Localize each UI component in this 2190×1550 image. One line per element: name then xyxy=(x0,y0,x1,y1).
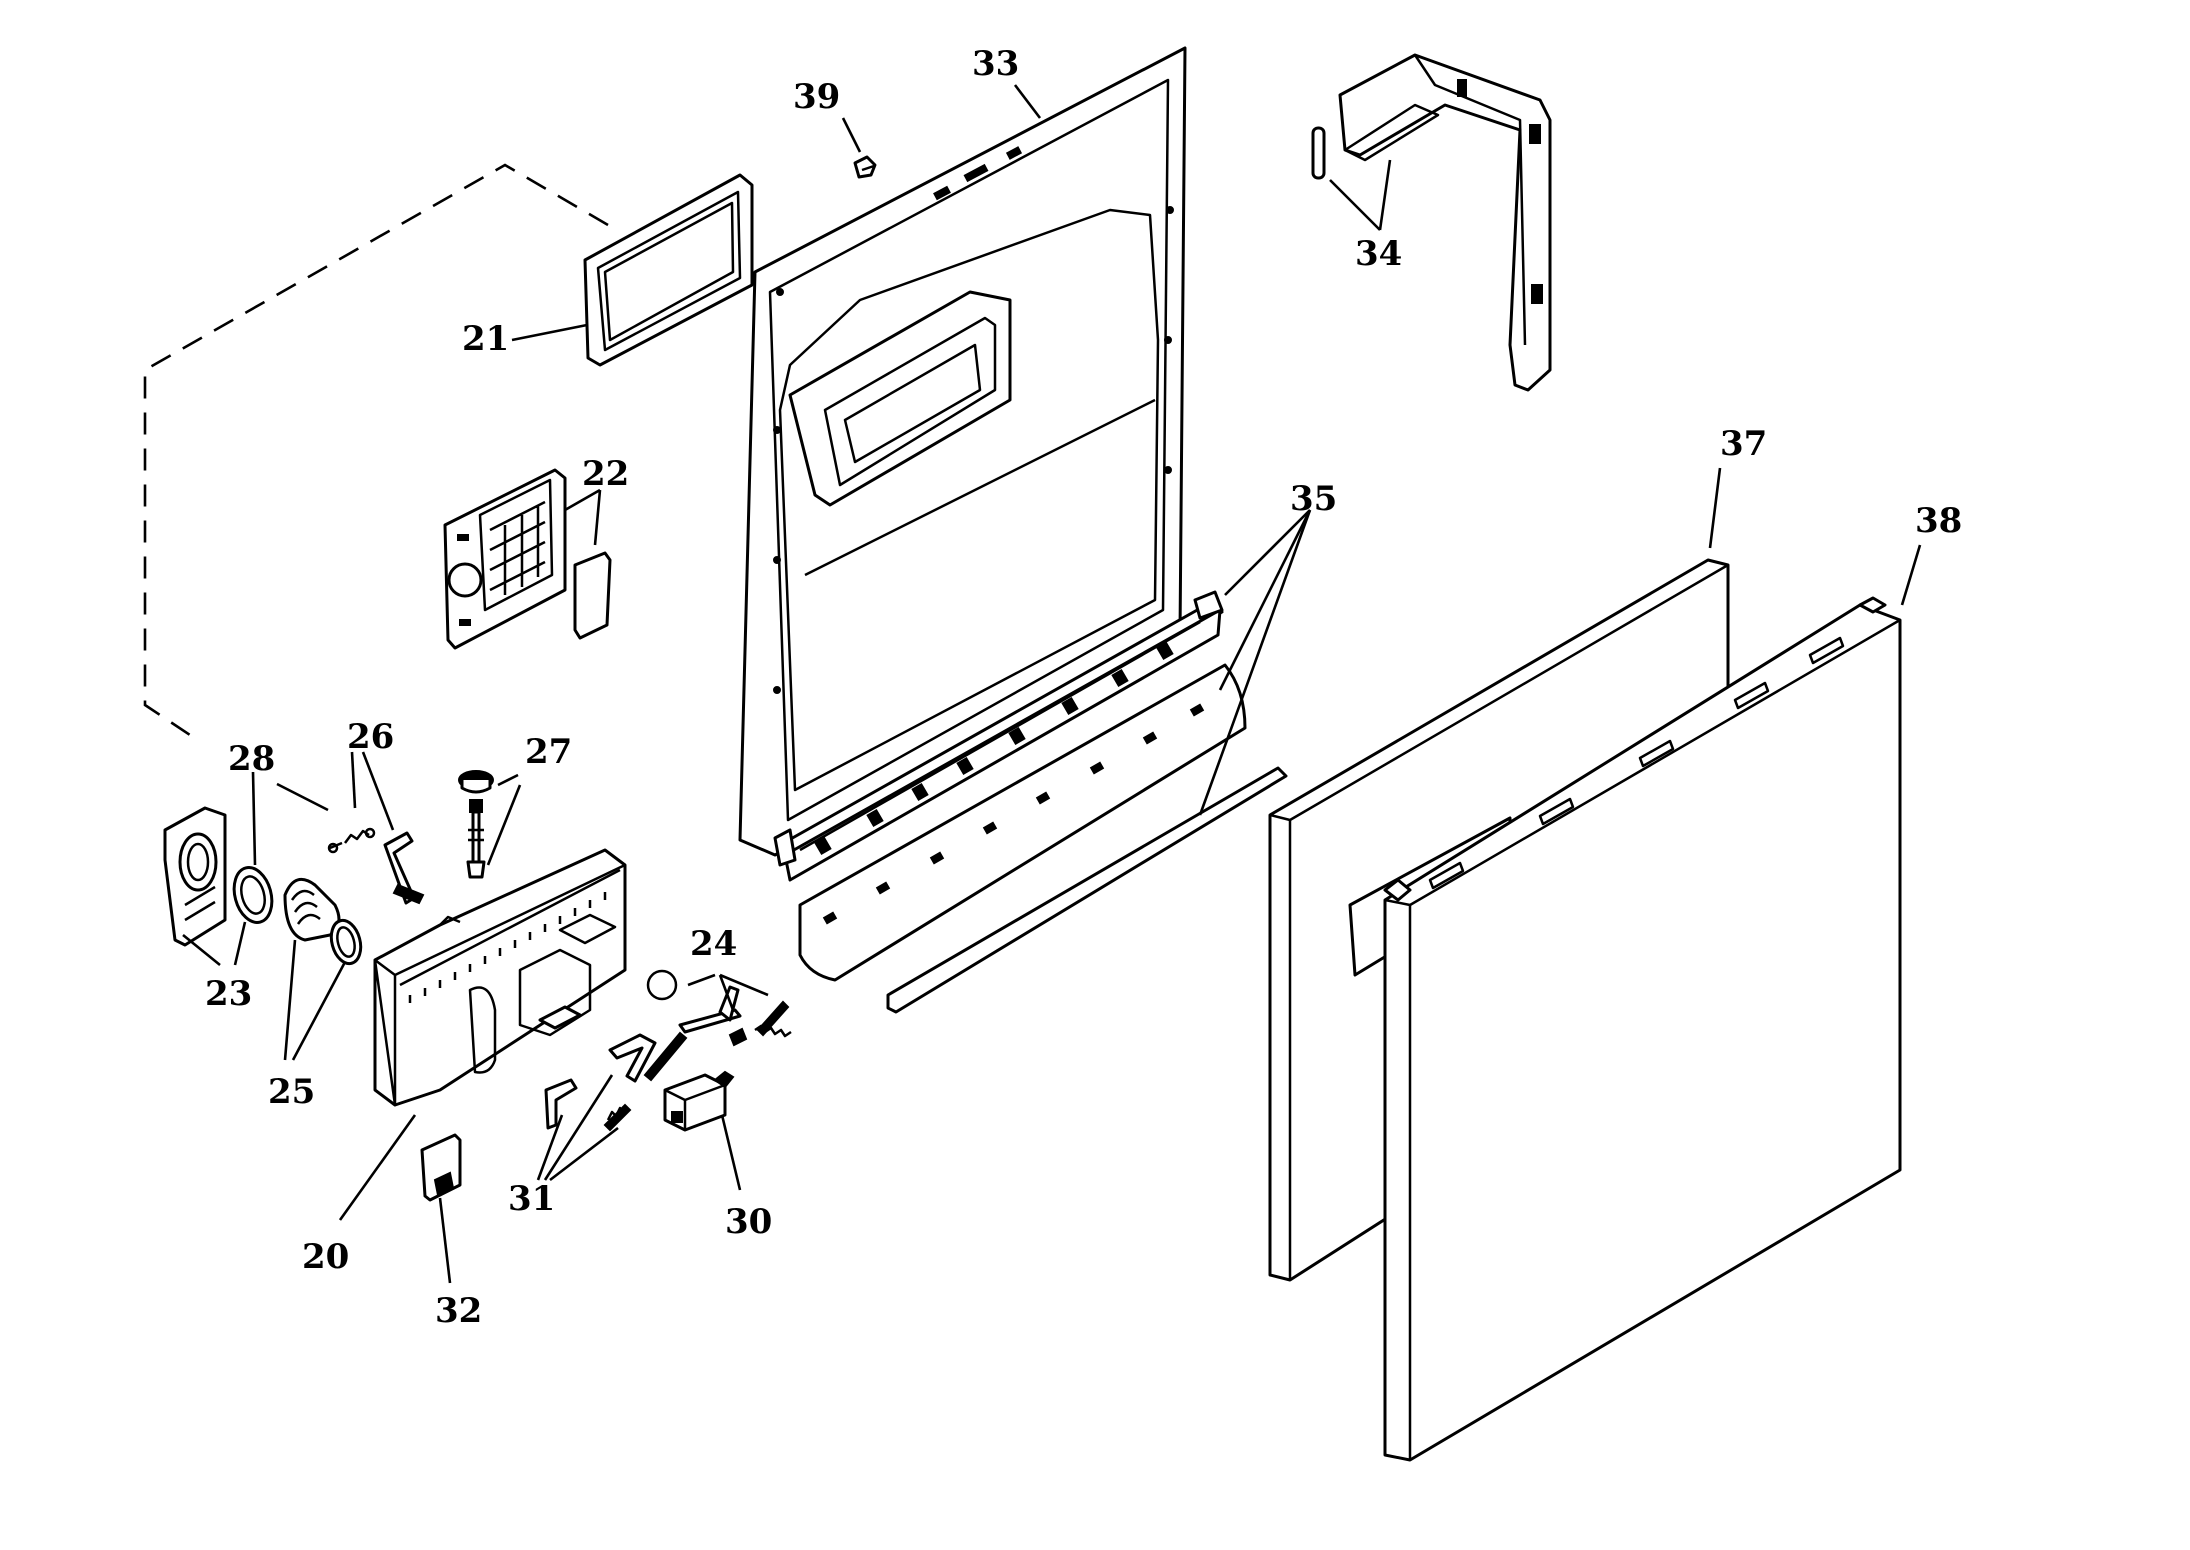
part-38-outer-door-panel xyxy=(1383,596,1902,1462)
part-27-plunger xyxy=(458,770,494,879)
callout-39: 39 xyxy=(793,77,840,117)
callout-26: 26 xyxy=(347,717,394,757)
part-28-o-ring xyxy=(232,866,274,924)
part-39-screw xyxy=(853,155,877,179)
part-31-springs xyxy=(544,1031,688,1132)
part-32-bracket xyxy=(420,1133,462,1202)
part-35-lower-rail xyxy=(773,590,1288,1014)
part-30-latch-housing xyxy=(663,1070,735,1132)
callout-25: 25 xyxy=(268,1072,315,1112)
part-20-dispenser xyxy=(373,848,627,1107)
part-24-latch xyxy=(646,969,792,1047)
part-25-cap-insert xyxy=(283,877,363,966)
callout-38: 38 xyxy=(1915,501,1962,541)
part-22-cover xyxy=(443,468,612,650)
part-33-inner-door-liner xyxy=(738,46,1187,857)
callout-31: 31 xyxy=(508,1179,555,1219)
dashed-connector xyxy=(143,163,609,737)
callout-35: 35 xyxy=(1290,479,1337,519)
callout-34: 34 xyxy=(1355,234,1402,274)
part-23-cap xyxy=(163,806,227,947)
callout-22: 22 xyxy=(582,454,629,494)
part-21-frame xyxy=(583,173,754,367)
callout-33: 33 xyxy=(972,44,1019,84)
callout-28: 28 xyxy=(228,739,275,779)
callout-23: 23 xyxy=(205,974,252,1014)
callout-27: 27 xyxy=(525,732,572,772)
callout-37: 37 xyxy=(1720,424,1767,464)
callout-labels: 21 22 39 33 34 35 37 38 28 26 27 23 25 2… xyxy=(205,44,1962,1331)
part-34-hinge-bracket xyxy=(1311,53,1552,392)
part-26-spring-lever xyxy=(327,827,425,905)
callout-20: 20 xyxy=(302,1237,349,1277)
callout-21: 21 xyxy=(462,319,509,359)
callout-30: 30 xyxy=(725,1202,772,1242)
callout-24: 24 xyxy=(690,924,737,964)
leader-lines xyxy=(182,84,1922,1284)
callout-32: 32 xyxy=(435,1291,482,1331)
